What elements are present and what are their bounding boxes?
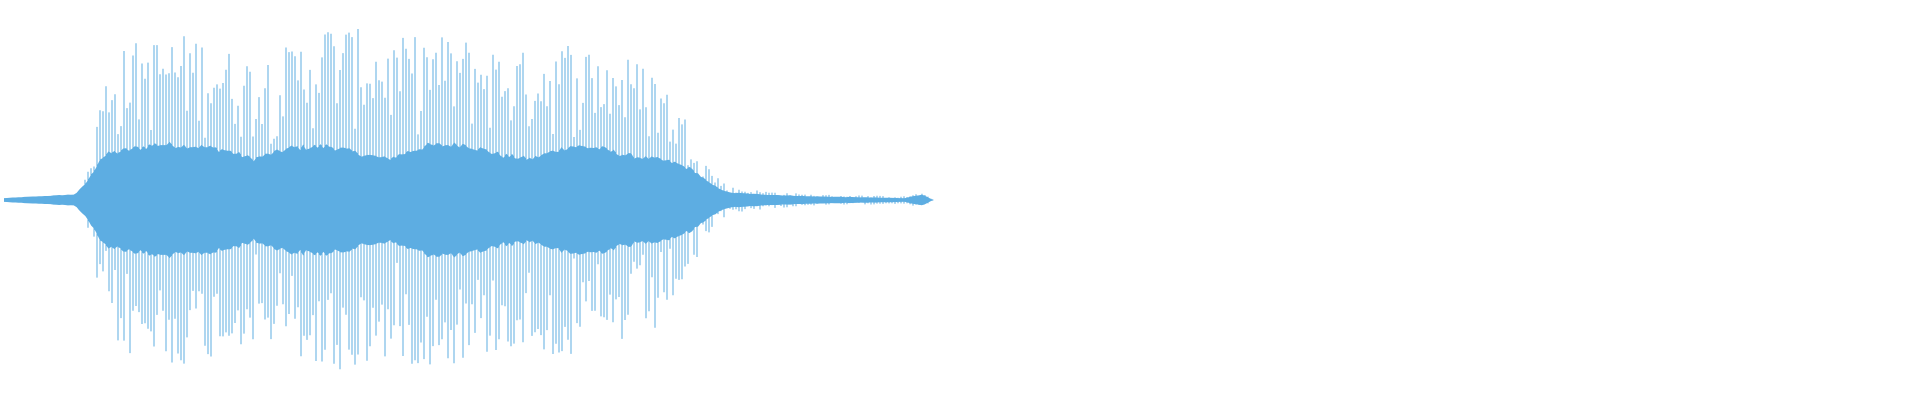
waveform-spikes: [6, 29, 932, 370]
